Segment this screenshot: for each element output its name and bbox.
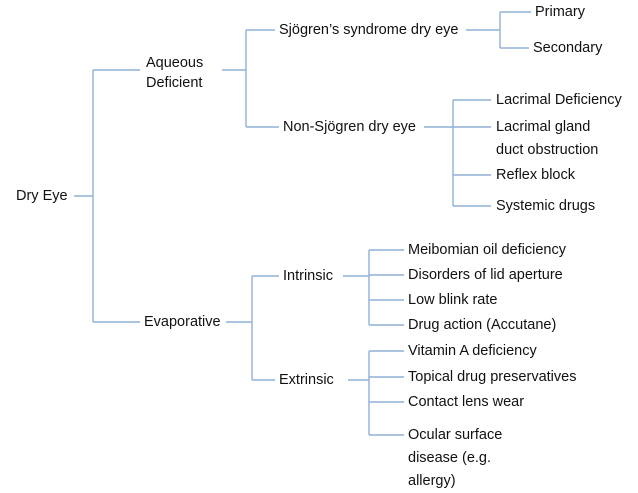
node-aqueous-deficient: Aqueous Deficient xyxy=(146,55,204,91)
node-intrinsic: Intrinsic xyxy=(283,268,333,284)
leaf-secondary: Secondary xyxy=(533,40,603,56)
node-sjogren-dry-eye: Sjögren’s syndrome dry eye xyxy=(279,22,459,38)
leaf-meibomian-oil-deficiency: Meibomian oil deficiency xyxy=(408,242,566,258)
connector-lines xyxy=(74,11,531,436)
leaf-lacrimal-gland-duct-obstruction: Lacrimal gland duct obstruction xyxy=(496,119,599,158)
leaf-low-blink-rate: Low blink rate xyxy=(408,292,498,308)
node-extrinsic: Extrinsic xyxy=(279,372,334,388)
leaf-ocular-surface-disease: Ocular surface disease (e.g. allergy) xyxy=(408,427,503,489)
node-non-sjogren-dry-eye: Non-Sjögren dry eye xyxy=(283,119,416,135)
node-dry-eye: Dry Eye xyxy=(16,188,68,204)
node-evaporative: Evaporative xyxy=(144,314,221,330)
leaf-vitamin-a-deficiency: Vitamin A deficiency xyxy=(408,343,537,359)
leaf-topical-drug-preservatives: Topical drug preservatives xyxy=(408,369,577,385)
leaf-drug-action-accutane: Drug action (Accutane) xyxy=(408,317,557,333)
leaf-reflex-block: Reflex block xyxy=(496,167,575,183)
leaf-primary: Primary xyxy=(535,4,585,20)
leaf-lacrimal-deficiency: Lacrimal Deficiency xyxy=(496,92,622,108)
leaf-contact-lens-wear: Contact lens wear xyxy=(408,394,525,410)
leaf-systemic-drugs: Systemic drugs xyxy=(496,198,596,214)
leaf-disorders-of-lid-aperture: Disorders of lid aperture xyxy=(408,267,563,283)
